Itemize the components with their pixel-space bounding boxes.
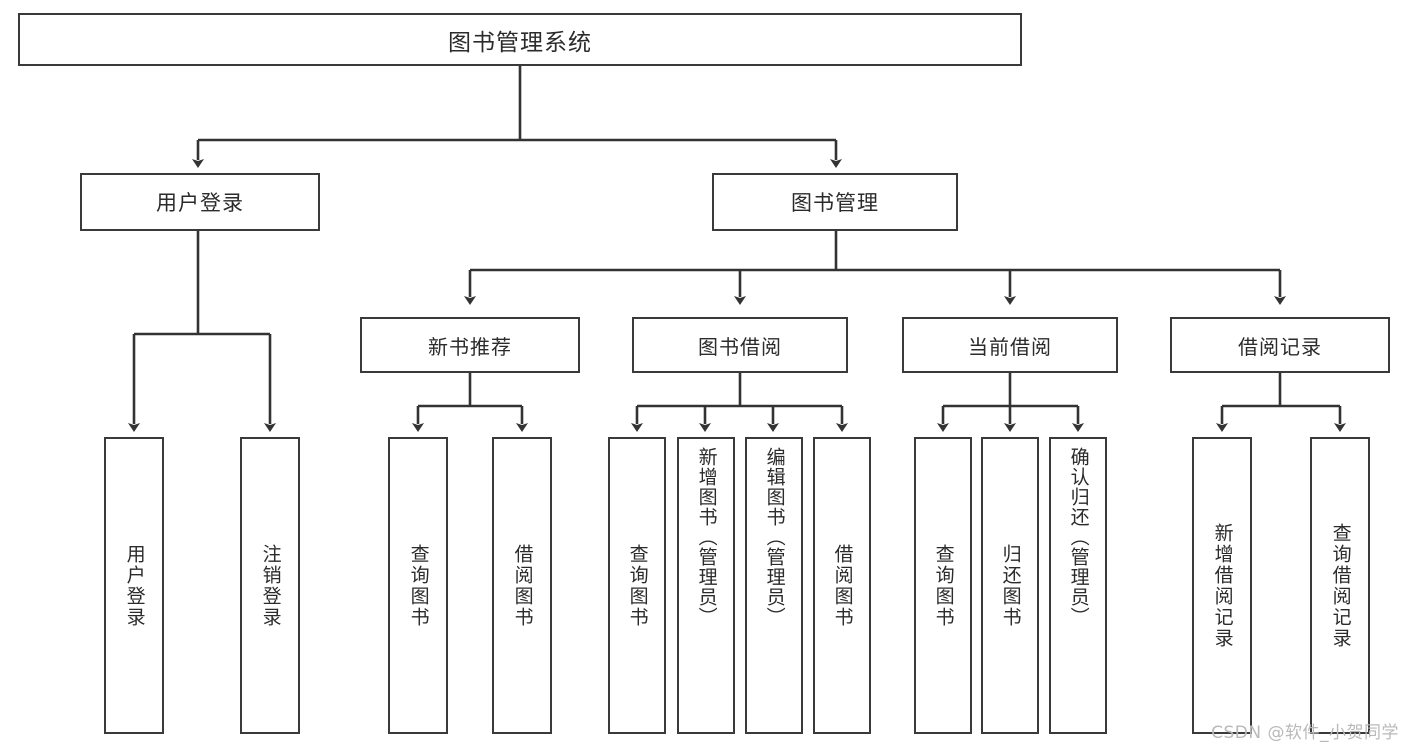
node-borrow-record[interactable]: 借阅记录 (1170, 317, 1390, 373)
node-label: 用户登录 (156, 191, 244, 215)
node-current-borrow[interactable]: 当前借阅 (902, 317, 1118, 373)
node-user-login[interactable]: 用户登录 (80, 173, 320, 231)
node-label: 图书借阅 (698, 334, 782, 359)
leaf-borrow-record-query-record[interactable]: 查询借阅记录 (1310, 437, 1370, 734)
node-new-book-recommend[interactable]: 新书推荐 (360, 317, 580, 373)
node-label: 查询图书 (626, 543, 649, 628)
leaf-borrow-record-add-record[interactable]: 新增借阅记录 (1192, 437, 1252, 734)
leaf-current-borrow-return-book[interactable]: 归还图书 (981, 437, 1039, 734)
node-label: 新增借阅记录 (1211, 522, 1234, 649)
node-label: 图书管理 (791, 191, 879, 215)
leaf-user-login-login[interactable]: 用户登录 (104, 437, 164, 734)
leaf-book-borrow-edit-book-admin[interactable]: 编辑图书（管理员） (745, 437, 803, 734)
leaf-book-borrow-borrow-book[interactable]: 借阅图书 (813, 437, 871, 734)
node-label: 注销登录 (259, 543, 282, 628)
node-label: 借阅图书 (831, 543, 854, 628)
leaf-new-book-borrow-book[interactable]: 借阅图书 (492, 437, 552, 734)
leaf-book-borrow-add-book-admin[interactable]: 新增图书（管理员） (677, 437, 735, 734)
node-label: 归还图书 (999, 543, 1022, 628)
node-book-management[interactable]: 图书管理 (712, 173, 958, 231)
leaf-new-book-query-book[interactable]: 查询图书 (388, 437, 448, 734)
node-label: 新书推荐 (428, 334, 512, 359)
csdn-watermark: CSDN @软件_小贺同学 (1211, 723, 1399, 743)
node-label: 查询图书 (932, 543, 955, 628)
node-label: 借阅图书 (511, 543, 534, 628)
node-label: 用户登录 (123, 543, 146, 628)
node-book-borrow[interactable]: 图书借阅 (632, 317, 848, 373)
leaf-user-login-logout[interactable]: 注销登录 (240, 437, 300, 734)
node-label: 查询借阅记录 (1329, 522, 1352, 649)
leaf-current-borrow-confirm-return-admin[interactable]: 确认归还（管理员） (1049, 437, 1107, 734)
node-label: 借阅记录 (1238, 334, 1322, 359)
node-label: 当前借阅 (968, 334, 1052, 359)
node-root-book-management-system[interactable]: 图书管理系统 (18, 13, 1022, 66)
leaf-book-borrow-query-book[interactable]: 查询图书 (608, 437, 666, 734)
node-label: 查询图书 (407, 543, 430, 628)
node-label: 新增图书（管理员） (695, 447, 718, 627)
leaf-current-borrow-query-book[interactable]: 查询图书 (914, 437, 972, 734)
node-label: 确认归还（管理员） (1067, 447, 1090, 627)
node-label: 编辑图书（管理员） (763, 447, 786, 627)
node-label: 图书管理系统 (448, 29, 592, 56)
